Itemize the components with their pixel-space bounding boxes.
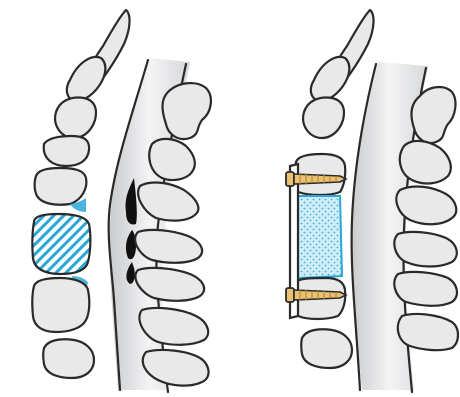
vertebra-c4-body bbox=[44, 136, 89, 166]
spinous-process-after-6 bbox=[398, 314, 458, 350]
spinous-process-after-2 bbox=[400, 141, 451, 184]
vertebra-c6-body bbox=[32, 278, 89, 332]
panel-after bbox=[286, 10, 458, 392]
spinous-process-after-5 bbox=[394, 272, 457, 306]
spinous-process-1 bbox=[163, 83, 211, 139]
vertebra-c5-body bbox=[35, 168, 87, 205]
vertebra-c7-body-after bbox=[301, 329, 352, 368]
spinous-process-after-4 bbox=[394, 232, 457, 267]
spinous-process-2 bbox=[149, 139, 195, 180]
vertebra-c7-body bbox=[43, 339, 94, 378]
vertebra-c2-body-after bbox=[311, 57, 350, 101]
vertebra-c2-body bbox=[67, 57, 106, 101]
degenerated-disc bbox=[32, 214, 90, 274]
vertebra-c3-body bbox=[55, 98, 96, 138]
vertebra-c3-body-after bbox=[303, 98, 344, 138]
panel-before bbox=[32, 10, 211, 392]
bone-graft-spacer bbox=[298, 196, 342, 278]
